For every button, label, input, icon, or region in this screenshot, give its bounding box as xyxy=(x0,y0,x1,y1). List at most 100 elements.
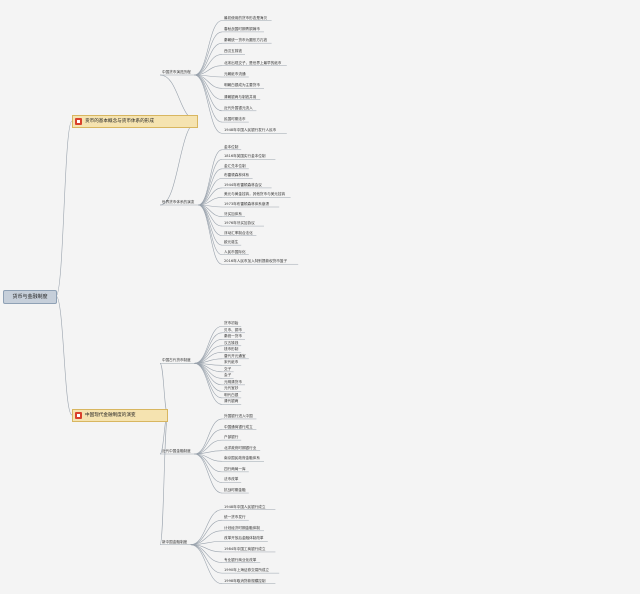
flag-icon xyxy=(75,412,82,419)
leaf-item[interactable]: 欧元诞生 xyxy=(224,240,239,245)
connector xyxy=(190,544,223,585)
leaf-item[interactable]: 浮动汇率制合法化 xyxy=(224,230,253,235)
connector xyxy=(194,65,223,76)
leaf-item[interactable]: 金汇兑本位制 xyxy=(224,163,246,168)
connector xyxy=(198,159,223,206)
leaf-item[interactable]: 近代外国银元流入 xyxy=(224,105,253,110)
leaf-item[interactable]: 布雷顿森林体系 xyxy=(224,173,250,178)
leaf-item[interactable]: 美元与黄金挂钩，其他货币与美元挂钩 xyxy=(224,192,286,197)
leaf-item[interactable]: 元明清货币 xyxy=(224,379,242,384)
flag-icon xyxy=(75,118,82,125)
leaf-item[interactable]: 四行两局一库 xyxy=(224,466,246,471)
leaf-item[interactable]: 最初使用的货币形态是海贝 xyxy=(224,15,268,20)
leaf-item[interactable]: 统一货币发行 xyxy=(224,515,246,520)
leaf-item[interactable]: 1976年牙买加协议 xyxy=(224,221,255,226)
leaf-item[interactable]: 1984年中国工商银行成立 xyxy=(224,546,266,551)
connector xyxy=(159,120,199,206)
connector xyxy=(198,204,223,227)
connector xyxy=(194,20,223,76)
connector xyxy=(194,31,223,76)
connector xyxy=(194,363,223,379)
connector xyxy=(194,363,223,399)
sub-node-1-0[interactable]: 中国古代货币制度 xyxy=(162,358,191,363)
leaf-item[interactable]: 1816年英国实行金本位制 xyxy=(224,154,266,159)
leaf-item[interactable]: 抗战时期金融 xyxy=(224,488,246,493)
leaf-item[interactable]: 1998年取消贷款规模控制 xyxy=(224,578,266,583)
branch-1[interactable]: 中国现代金融制度的演变 xyxy=(72,409,168,422)
leaf-item[interactable]: 法币改革 xyxy=(224,477,239,482)
sub-node-1-2[interactable]: 新中国金融制度 xyxy=(162,539,188,544)
connector xyxy=(194,453,223,473)
connector xyxy=(198,149,223,206)
branch-label: 货币的基本概念与货币体系的形成 xyxy=(85,119,154,124)
leaf-item[interactable]: 贝币、铜币 xyxy=(224,327,242,332)
leaf-item[interactable]: 1948年中国人民银行发行人民币 xyxy=(224,128,277,133)
leaf-item[interactable]: 清朝银两与制钱并用 xyxy=(224,94,257,99)
connector xyxy=(198,204,223,265)
leaf-item[interactable]: 北洋政府时期银行业 xyxy=(224,445,257,450)
leaf-item[interactable]: 1990年上海证券交易所成立 xyxy=(224,568,270,573)
leaf-item[interactable]: 北宋出现交子，是世界上最早的纸币 xyxy=(224,60,282,65)
leaf-item[interactable]: 1948年中国人民银行成立 xyxy=(224,504,266,509)
connector xyxy=(55,295,73,416)
sub-node-0-0[interactable]: 中国货币演进历程 xyxy=(162,70,191,74)
leaf-item[interactable]: 中国通商银行成立 xyxy=(224,424,253,429)
connector xyxy=(194,42,223,76)
leaf-item[interactable]: 明朝白银成为主要货币 xyxy=(224,83,260,88)
connector xyxy=(190,544,223,563)
connector xyxy=(194,74,223,100)
connector xyxy=(194,453,223,483)
leaf-item[interactable]: 交子 xyxy=(224,366,232,371)
connector xyxy=(190,519,223,545)
leaf-item[interactable]: 1973年布雷顿森林体系崩溃 xyxy=(224,202,270,206)
leaf-item[interactable]: 1944年布雷顿森林会议 xyxy=(224,182,262,187)
leaf-item[interactable]: 户部银行 xyxy=(224,435,239,440)
connector xyxy=(194,74,223,134)
connector xyxy=(198,204,223,255)
leaf-item[interactable]: 春秋战国时期青铜铸币 xyxy=(224,26,260,31)
leaf-item[interactable]: 明代白银 xyxy=(224,392,239,397)
leaf-item[interactable]: 宋代纸币 xyxy=(224,360,239,365)
leaf-item[interactable]: 秦统一货币 xyxy=(224,334,242,339)
leaf-item[interactable]: 元代宝钞 xyxy=(224,386,239,391)
connector xyxy=(55,120,73,297)
sub-node-1-1[interactable]: 近代中国金融制度 xyxy=(162,449,191,453)
leaf-item[interactable]: 南京国民政府金融体系 xyxy=(224,456,260,461)
connector xyxy=(194,54,223,76)
leaf-item[interactable]: 外国银行进入中国 xyxy=(224,413,253,418)
leaf-item[interactable]: 改革开放后金融体制改革 xyxy=(224,536,264,541)
leaf-item[interactable]: 会子 xyxy=(224,373,232,378)
leaf-item[interactable]: 元朝纸币流通 xyxy=(224,72,246,76)
leaf-item[interactable]: 专业银行商业化改革 xyxy=(224,557,257,562)
leaf-item[interactable]: 牙买加体系 xyxy=(224,211,242,216)
branch-0[interactable]: 货币的基本概念与货币体系的形成 xyxy=(72,115,198,128)
leaf-item[interactable]: 人民币国际化 xyxy=(224,249,246,254)
connector xyxy=(159,363,169,416)
connector xyxy=(194,338,223,364)
branch-label: 中国现代金融制度的演变 xyxy=(85,413,136,418)
leaf-item[interactable]: 金本位制 xyxy=(224,144,239,149)
leaf-item[interactable]: 西汉五铢钱 xyxy=(224,49,242,54)
connector xyxy=(194,439,223,455)
leaf-item[interactable]: 秦朝统一货币为圆形方孔钱 xyxy=(224,38,268,43)
leaf-item[interactable]: 清代银两 xyxy=(224,399,239,404)
root-node[interactable]: 货币与金融制度 xyxy=(3,290,57,304)
connector xyxy=(194,453,223,494)
connector xyxy=(194,363,223,405)
connector xyxy=(194,363,223,386)
connector xyxy=(190,530,223,545)
connector xyxy=(198,187,223,206)
connector xyxy=(198,168,223,206)
leaf-item[interactable]: 汉五铢钱 xyxy=(224,340,239,345)
leaf-item[interactable]: 计划经济时期金融体制 xyxy=(224,525,260,530)
leaf-item[interactable]: 唐代开元通宝 xyxy=(224,353,246,358)
leaf-item[interactable]: 货币初始 xyxy=(224,321,239,326)
leaf-item[interactable]: 钱币形制 xyxy=(224,347,239,352)
leaf-item[interactable]: 2016年人民币加入特别提款权货币篮子 xyxy=(224,259,288,264)
connector xyxy=(194,418,223,455)
leaf-item[interactable]: 民国时期法币 xyxy=(224,117,246,122)
sub-node-0-1[interactable]: 世界货币体系的演变 xyxy=(162,200,195,204)
connector xyxy=(198,178,223,206)
